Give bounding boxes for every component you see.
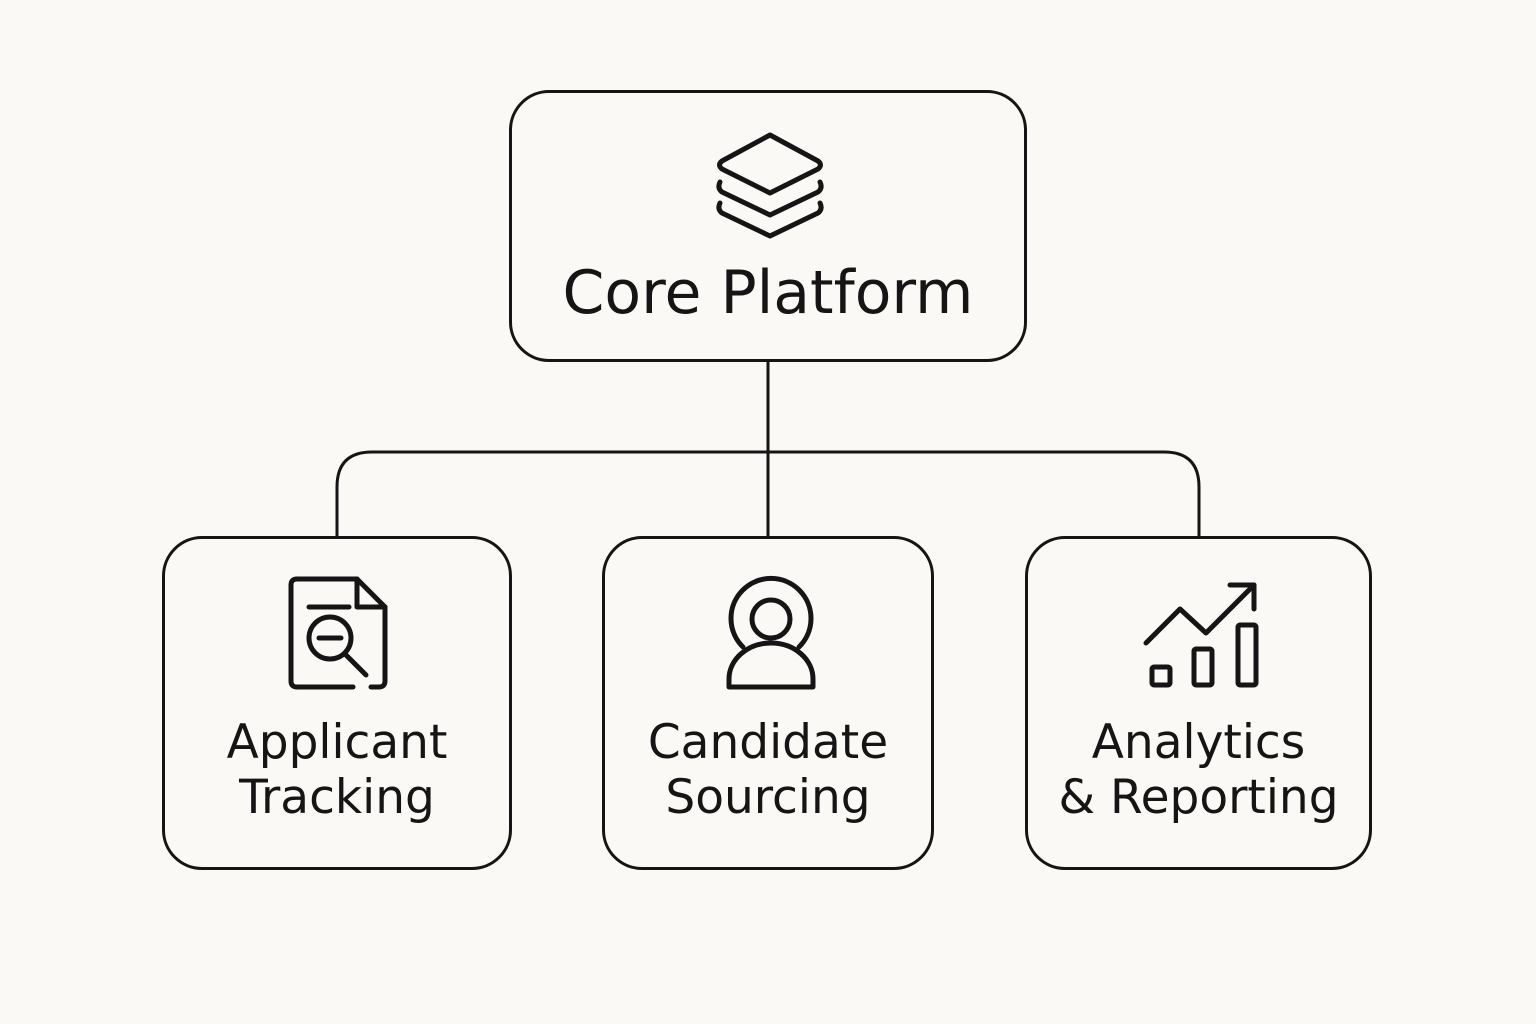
document-search-icon: [287, 575, 389, 691]
analytics-reporting-label: Analytics & Reporting: [1058, 715, 1339, 826]
candidate-sourcing-node: Candidate Sourcing: [602, 536, 934, 870]
core-platform-label: Core Platform: [562, 258, 974, 328]
applicant-tracking-label: Applicant Tracking: [226, 715, 448, 826]
branch-connector-right: [766, 450, 1201, 538]
analytics-reporting-node: Analytics & Reporting: [1025, 536, 1372, 870]
candidate-sourcing-label: Candidate Sourcing: [647, 715, 889, 826]
layers-icon: [714, 129, 826, 239]
applicant-tracking-node: Applicant Tracking: [162, 536, 512, 870]
branch-connector-left: [335, 450, 770, 538]
analytics-chart-icon: [1142, 575, 1260, 691]
user-profile-icon: [721, 575, 821, 691]
core-platform-node: Core Platform: [509, 90, 1027, 362]
